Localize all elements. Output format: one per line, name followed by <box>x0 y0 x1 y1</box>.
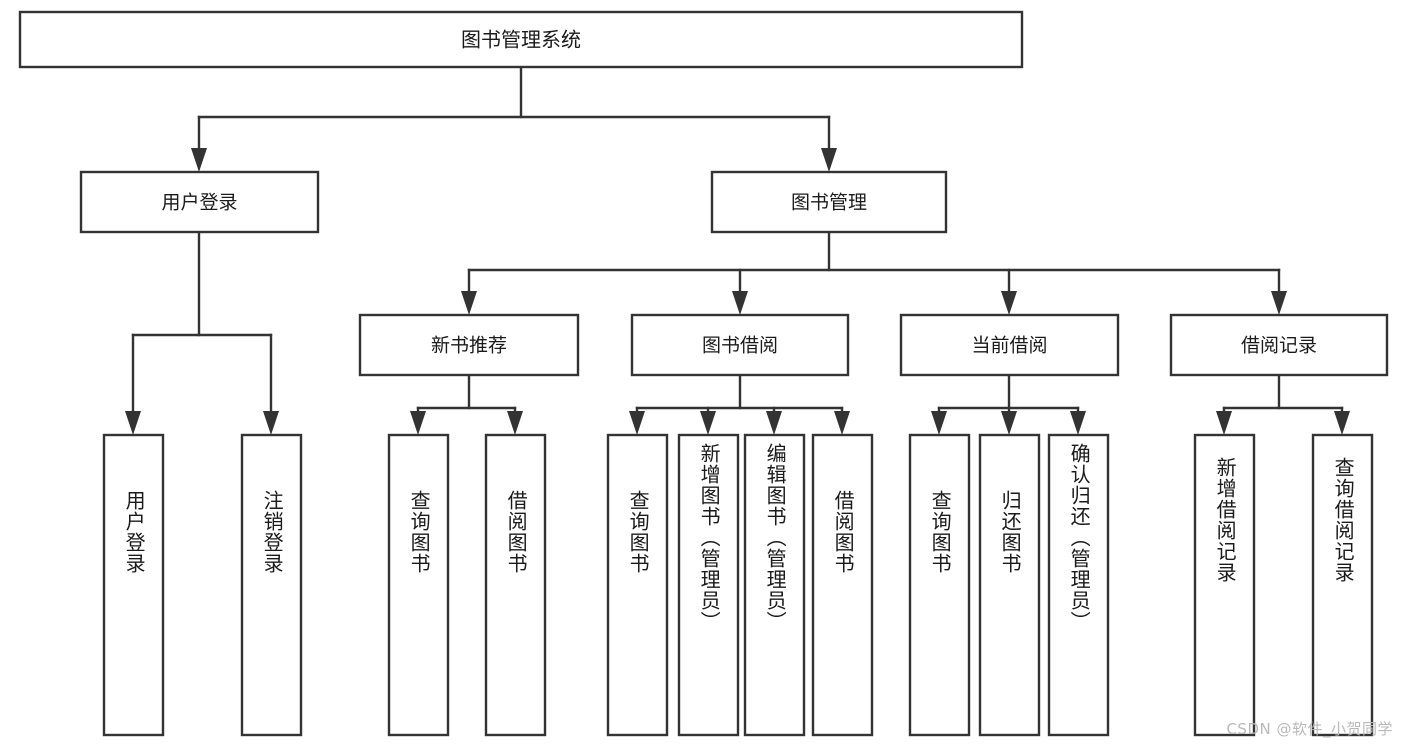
csdn-watermark: CSDN @软件_小贺同学 <box>1226 720 1393 738</box>
node-new-book-recommend[interactable]: 新书推荐 <box>358 313 580 377</box>
arrow-head-leaf-borrow-book-1 <box>507 411 523 435</box>
leaf-rect-add-record[interactable] <box>1193 433 1256 737</box>
leaf-rect-return-book[interactable] <box>978 433 1041 737</box>
node-borrow-record-label: 借阅记录 <box>1241 335 1317 357</box>
node-current-borrow[interactable]: 当前借阅 <box>899 313 1120 377</box>
arrow-head-currentborrow <box>1001 291 1017 315</box>
node-book-management-label: 图书管理 <box>791 192 867 214</box>
arrow-head-leaf-edit-book <box>766 411 782 435</box>
node-borrow-record-rect <box>1169 313 1389 377</box>
node-book-borrow-rect <box>630 313 850 377</box>
leaf-rect-add-book[interactable] <box>677 433 740 737</box>
arrow-head-leaf-query-book-1 <box>410 411 426 435</box>
leaf-rect-borrow-book-2[interactable] <box>811 433 874 737</box>
arrow-head-bookborrow <box>732 291 748 315</box>
node-book-management[interactable]: 图书管理 <box>710 170 948 234</box>
node-book-borrow-label: 图书借阅 <box>702 335 778 357</box>
leaf-rect-borrow-book-1[interactable] <box>484 433 547 737</box>
node-user-login[interactable]: 用户登录 <box>79 170 320 234</box>
arrow-head-leaf-query-book-3 <box>931 411 947 435</box>
arrow-head-leaf-borrow-book-2 <box>834 411 850 435</box>
node-current-borrow-label: 当前借阅 <box>971 335 1047 357</box>
arrow-head-leaf-add-record <box>1216 411 1232 435</box>
node-book-borrow[interactable]: 图书借阅 <box>630 313 850 377</box>
leaf-rect-query-book-3[interactable] <box>908 433 971 737</box>
node-root-rect <box>18 10 1024 69</box>
leaf-rect-user-login[interactable] <box>102 433 165 737</box>
node-new-book-recommend-rect <box>358 313 580 377</box>
node-book-management-rect <box>710 170 948 234</box>
arrow-head-bookmgmt <box>821 148 837 172</box>
arrow-head-leaf-return-book <box>1001 411 1017 435</box>
arrow-head-leaf-query-record <box>1334 411 1350 435</box>
leaf-rect-edit-book[interactable] <box>743 433 806 737</box>
node-user-login-label: 用户登录 <box>161 192 237 214</box>
arrow-head-leaf-logout <box>263 411 279 435</box>
arrow-head-leaf-user-login <box>125 411 141 435</box>
arrow-head-borrowrecord <box>1271 291 1287 315</box>
leaf-rect-logout[interactable] <box>240 433 303 737</box>
node-current-borrow-rect <box>899 313 1120 377</box>
connector-group <box>125 65 1350 435</box>
node-user-login-rect <box>79 170 320 234</box>
leaf-box-group <box>102 433 1374 737</box>
node-root-label: 图书管理系统 <box>461 28 581 52</box>
leaf-rect-query-book-1[interactable] <box>387 433 450 737</box>
arrow-head-userlogin <box>191 148 207 172</box>
node-borrow-record[interactable]: 借阅记录 <box>1169 313 1389 377</box>
arrow-head-leaf-confirm-return <box>1070 411 1086 435</box>
leaf-rect-query-book-2[interactable] <box>606 433 669 737</box>
node-root-book-management-system[interactable]: 图书管理系统 <box>18 10 1024 69</box>
arrow-head-leaf-add-book <box>700 411 716 435</box>
arrow-head-newbook <box>461 291 477 315</box>
node-new-book-recommend-label: 新书推荐 <box>431 335 507 357</box>
leaf-rect-confirm-return[interactable] <box>1047 433 1110 737</box>
leaf-rect-query-record[interactable] <box>1311 433 1374 737</box>
arrow-head-leaf-query-book-2 <box>629 411 645 435</box>
